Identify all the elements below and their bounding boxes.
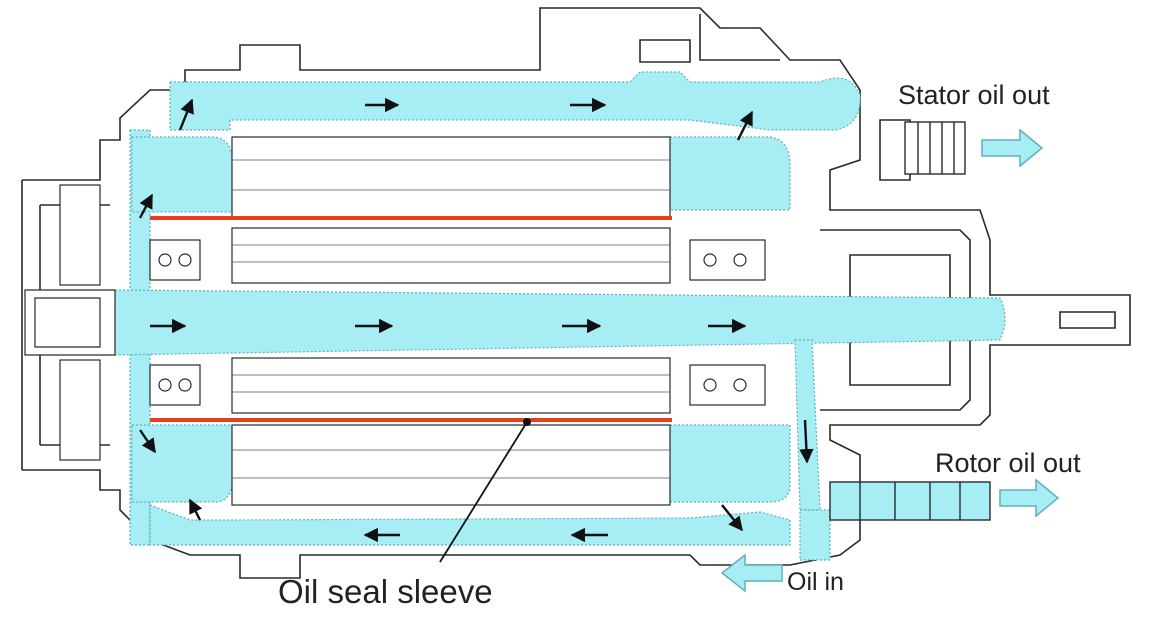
oil-in-label: Oil in: [787, 568, 844, 596]
left-end-winding-lower: [131, 424, 233, 503]
left-shaft-end: [24, 184, 116, 461]
rotor-oil-out-label: Rotor oil out: [935, 448, 1081, 478]
flow-arrow: [736, 110, 754, 141]
flow-arrow: [139, 429, 156, 454]
lamination-lines: [232, 159, 670, 479]
stator-outlet-fitting: [904, 121, 966, 175]
rotor-outlet-fitting: [829, 481, 991, 521]
stator-out-arrow: [981, 128, 1044, 168]
oil-passages: [114, 71, 1006, 561]
stator-oil-out-label: Stator oil out: [898, 80, 1050, 110]
oil-seal-sleeves: [150, 216, 672, 422]
flow-arrow: [178, 98, 194, 131]
external-flow-arrows: [720, 128, 1060, 593]
flow-arrow: [138, 193, 154, 219]
bearings: [149, 239, 766, 406]
top-oil-channel: [169, 71, 861, 131]
left-end-winding-upper: [131, 136, 233, 213]
flow-arrow: [188, 498, 203, 521]
oil-seal-sleeve-label: Oil seal sleeve: [278, 573, 493, 610]
right-end-winding-upper: [669, 136, 791, 211]
stator-core: [231, 136, 671, 506]
oil-inlet-channel: [799, 509, 831, 561]
shaft-oil-bore: [114, 289, 1006, 356]
rotor-out-arrow: [999, 478, 1060, 518]
sleeve-leader: [439, 418, 531, 563]
right-down-channel: [794, 339, 821, 511]
right-end-winding-lower: [669, 424, 791, 503]
oil-in-arrow: [720, 553, 783, 593]
bottom-oil-channel: [149, 504, 791, 546]
internal-flow-arrows: [138, 97, 814, 543]
flow-arrow: [799, 419, 814, 464]
flow-arrow: [721, 504, 743, 532]
